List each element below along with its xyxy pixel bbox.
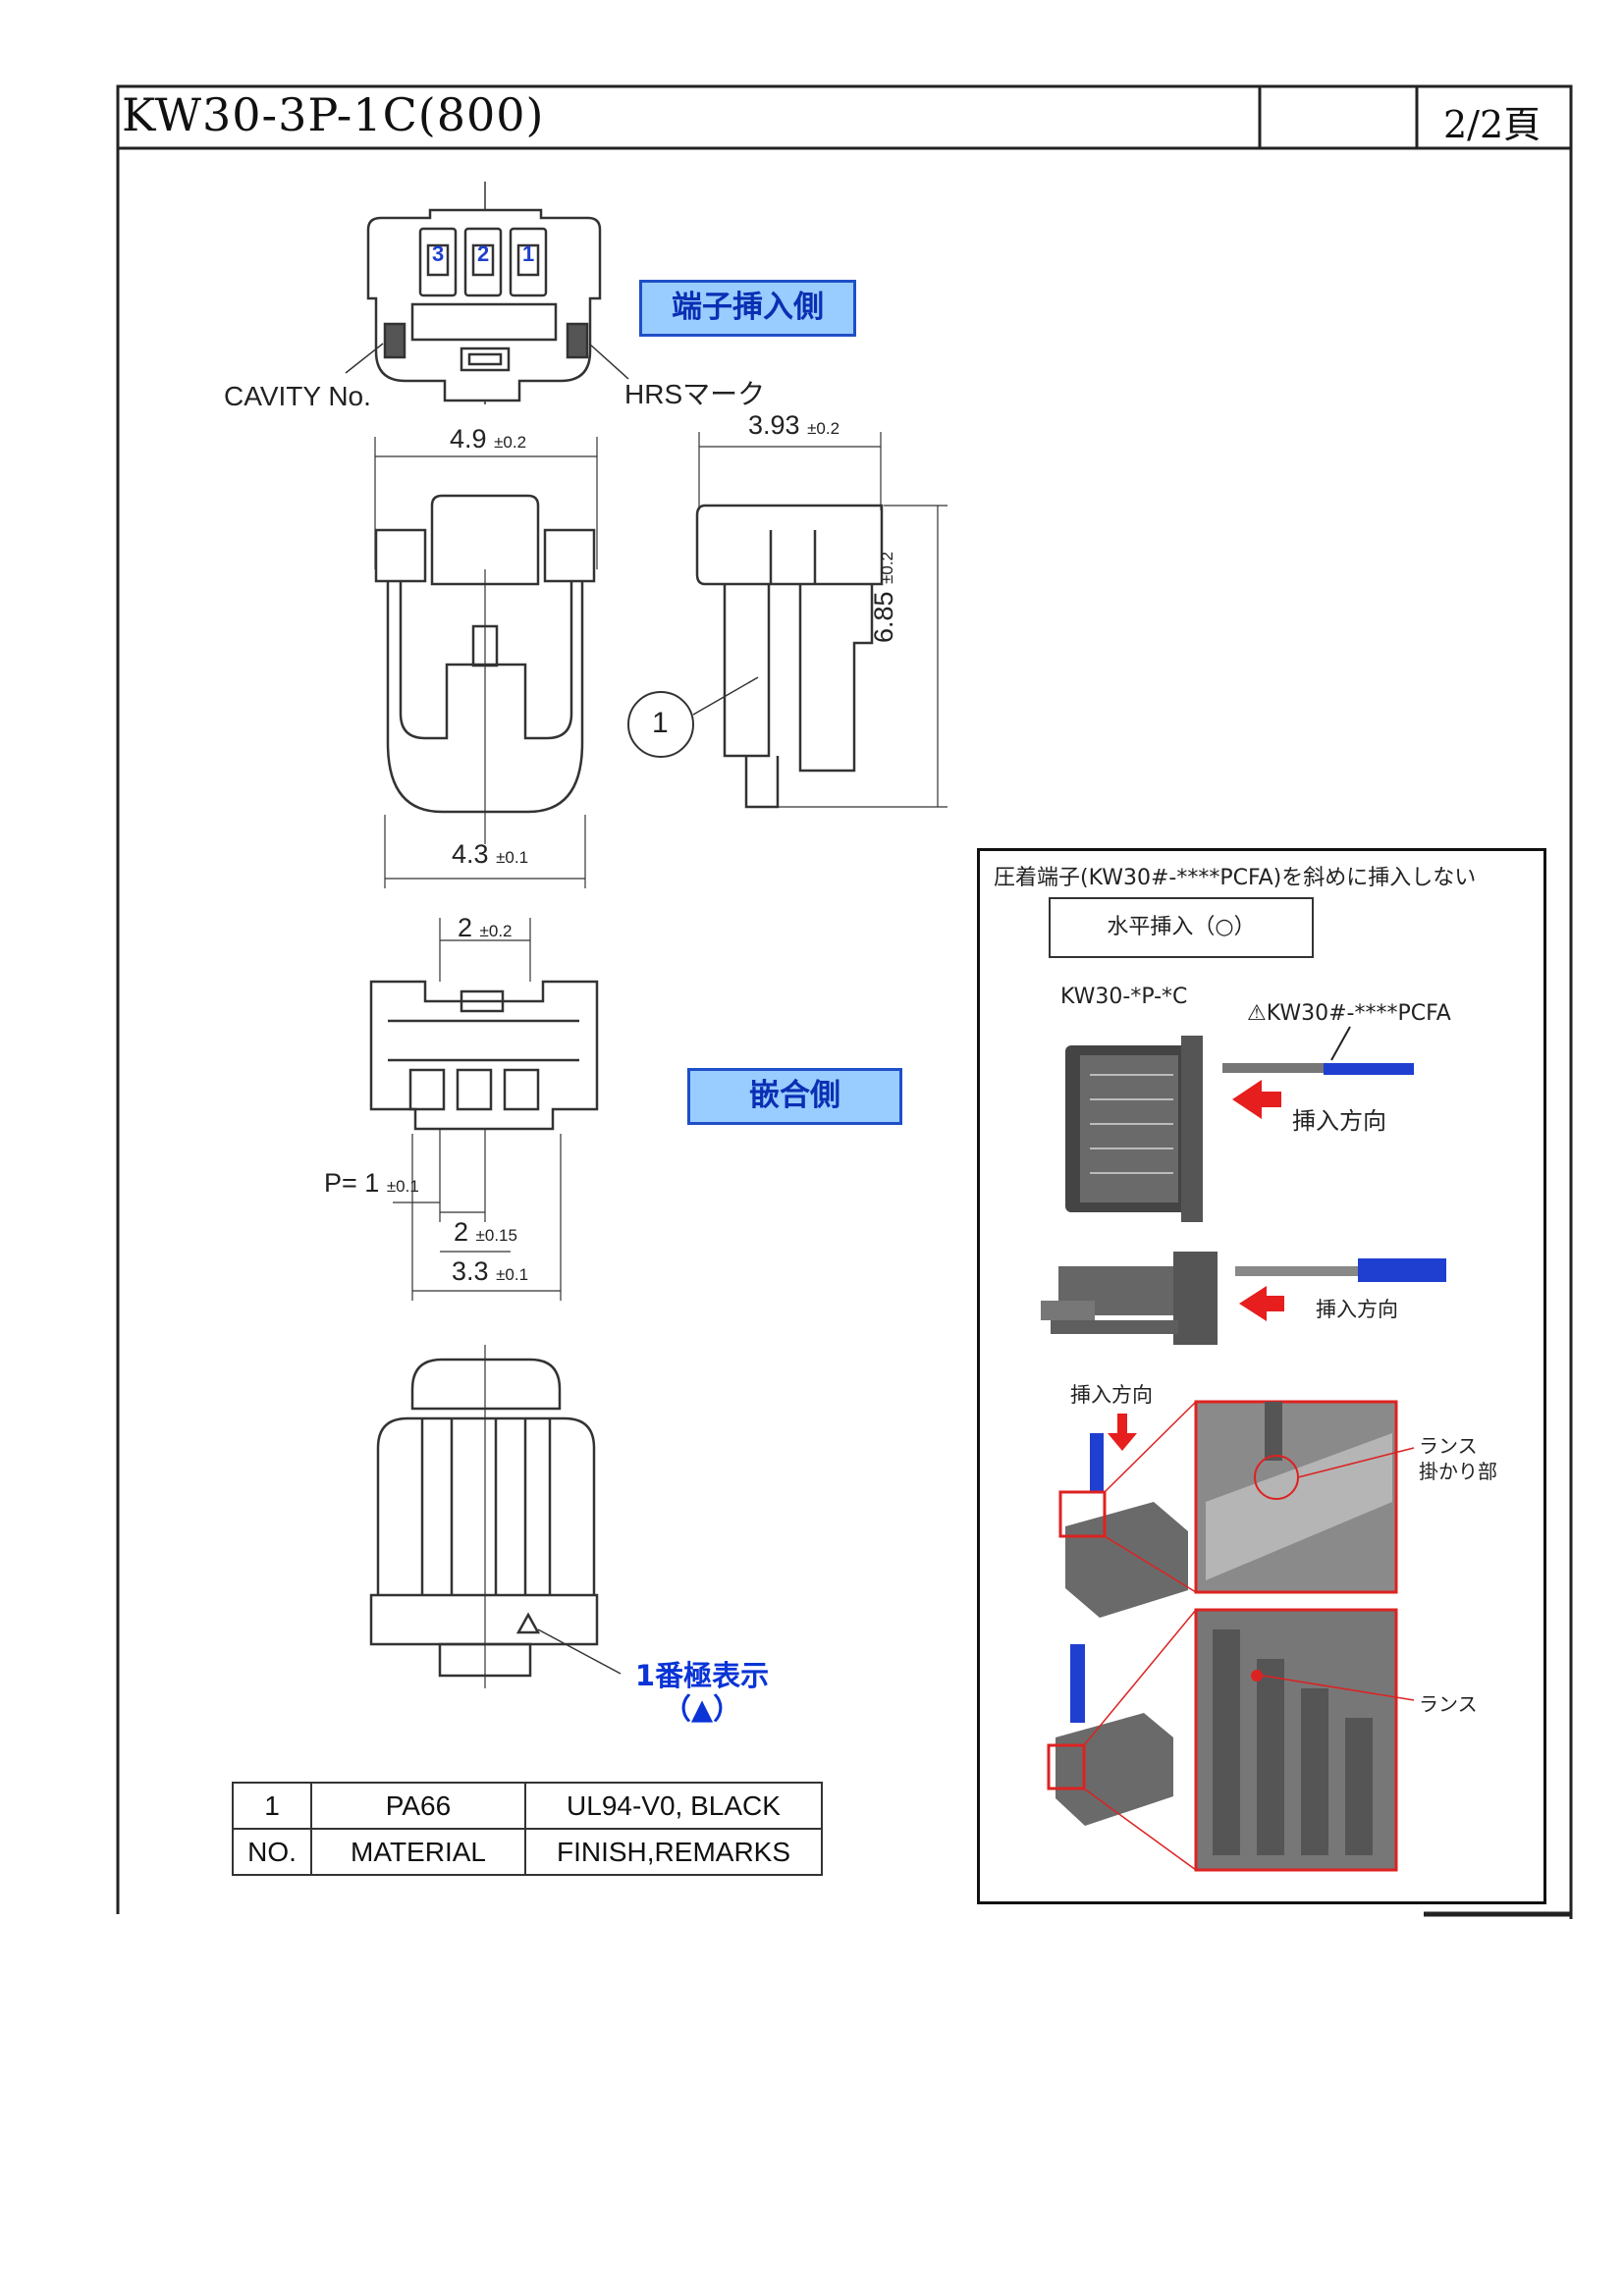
dim-tol: ±0.1	[386, 1177, 419, 1196]
dim-value: 3.93	[748, 410, 800, 440]
cavity-digit-1: 1	[522, 241, 535, 266]
mode-box: 水平挿入（○）	[1049, 897, 1314, 958]
bottom-view	[369, 1345, 622, 1688]
mating-side-label: 嵌合側	[687, 1068, 902, 1125]
dim-value: 6.85	[869, 591, 898, 643]
table-cell: NO.	[232, 1828, 312, 1876]
mating-side-view	[369, 918, 599, 1301]
dim-tol: ±0.2	[494, 433, 527, 452]
table-row: NO. MATERIAL FINISH,REMARKS	[232, 1828, 823, 1876]
insertion-guide-panel	[977, 848, 1546, 1904]
dim-mate-outer: 3.3 ±0.1	[452, 1256, 528, 1287]
dim-tol: ±0.2	[878, 551, 896, 584]
dim-value: 2	[458, 913, 473, 942]
table-cell: 1	[232, 1782, 312, 1830]
dim-mate-width: 2 ±0.2	[458, 913, 513, 943]
dim-height: 6.85 ±0.2	[869, 552, 899, 643]
insertion-illustrations	[1041, 1026, 1446, 1872]
pin1-line1: 1番極表示	[634, 1659, 770, 1692]
materials-table: 1 PA66 UL94-V0, BLACK NO. MATERIAL FINIS…	[232, 1782, 823, 1876]
insert-direction-label-3: 挿入方向	[1070, 1383, 1153, 1407]
dim-tol: ±0.15	[475, 1226, 517, 1245]
cavity-digit-3: 3	[432, 241, 445, 266]
housing-label: KW30-*P-*C	[1060, 985, 1188, 1009]
lance-hook-line1: ランス	[1419, 1434, 1478, 1458]
table-cell: PA66	[310, 1782, 526, 1830]
insert-direction-label-1: 挿入方向	[1292, 1107, 1386, 1135]
dim-tol: ±0.2	[479, 922, 513, 940]
dim-tol: ±0.1	[496, 1265, 529, 1284]
table-cell: UL94-V0, BLACK	[524, 1782, 823, 1830]
lance-hook-line2: 掛かり部	[1419, 1460, 1497, 1483]
terminal-side-view	[345, 182, 629, 404]
dim-pin-span: 2 ±0.15	[454, 1217, 517, 1248]
dim-pitch: P= 1 ±0.1	[324, 1168, 419, 1199]
dim-width-top: 4.9 ±0.2	[450, 424, 526, 454]
front-view	[374, 437, 598, 888]
drawing-title: KW30-3P-1C(800)	[122, 88, 545, 141]
side-view	[627, 432, 947, 809]
dim-depth: 3.93 ±0.2	[748, 410, 839, 441]
dim-tol: ±0.2	[807, 419, 840, 438]
dim-value: 4.3	[452, 839, 489, 869]
hrs-mark-label: HRSマーク	[624, 379, 766, 409]
dim-value: 4.9	[450, 424, 487, 454]
page-number: 2/2頁	[1443, 103, 1542, 146]
dim-value: 2	[454, 1217, 469, 1247]
table-cell: FINISH,REMARKS	[524, 1828, 823, 1876]
part-ref-number: 1	[652, 707, 669, 739]
dim-value: P= 1	[324, 1168, 380, 1198]
insert-direction-label-2: 挿入方向	[1316, 1298, 1398, 1321]
terminal-side-label: 端子挿入側	[639, 280, 856, 337]
table-row: 1 PA66 UL94-V0, BLACK	[232, 1782, 823, 1830]
pin1-indicator-label: 1番極表示 （▲）	[614, 1659, 790, 1726]
lance-hook-label: ランス 掛かり部	[1419, 1433, 1497, 1484]
table-cell: MATERIAL	[310, 1828, 526, 1876]
panel-heading: 圧着端子(KW30#-****PCFA)を斜めに挿入しない	[994, 866, 1477, 890]
cavity-digit-2: 2	[477, 241, 490, 266]
dim-width-bottom: 4.3 ±0.1	[452, 839, 528, 870]
dim-tol: ±0.1	[496, 848, 529, 867]
pin1-line2: （▲）	[662, 1692, 742, 1726]
terminal-label: ⚠KW30#-****PCFA	[1247, 1001, 1451, 1026]
dim-value: 3.3	[452, 1256, 489, 1286]
lance-label: ランス	[1419, 1692, 1478, 1716]
cavity-no-label: CAVITY No.	[224, 381, 371, 411]
